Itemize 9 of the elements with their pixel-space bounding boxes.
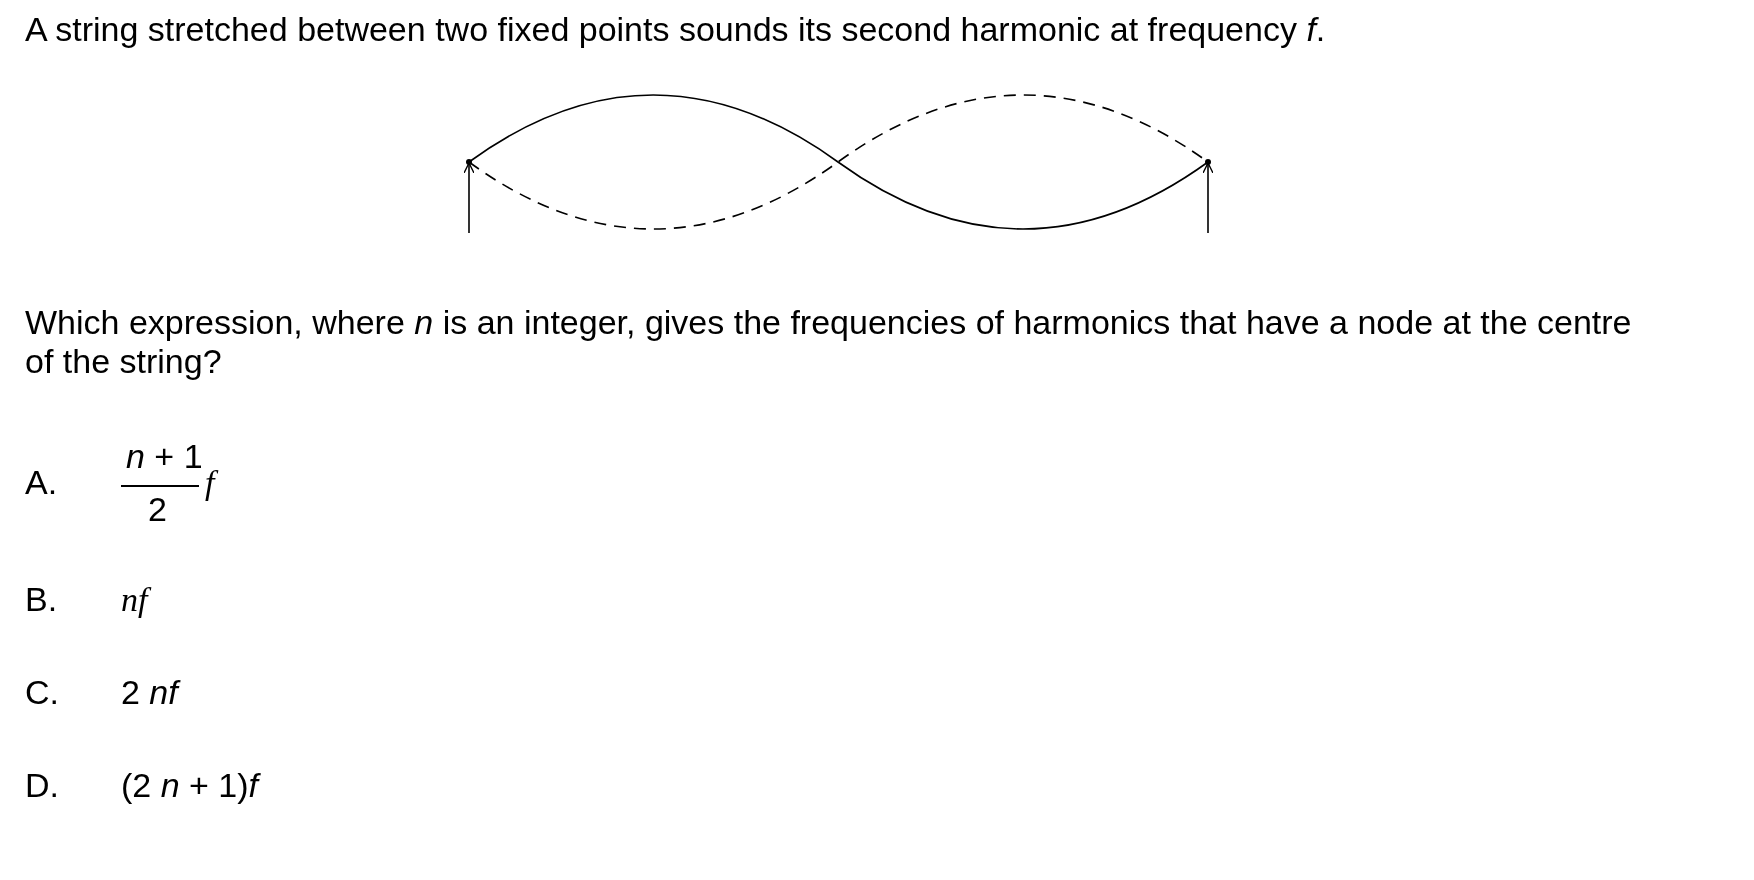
option-letter: B.	[25, 580, 58, 620]
question-text: Which expression, where n is an integer, gives the frequencies of harmonics that have a node at the centre of the string?	[25, 303, 1633, 382]
option-expression: (2 n + 1)f	[121, 766, 259, 806]
fraction-denominator: 2	[148, 490, 167, 530]
option-letter: D.	[25, 766, 59, 806]
option-letter: C.	[25, 673, 59, 713]
option-letter: A.	[25, 463, 58, 503]
question-text: A string stretched between two fixed points sounds its second harmonic at frequency f.	[25, 10, 1327, 50]
fraction-numerator: n + 1	[126, 437, 203, 477]
